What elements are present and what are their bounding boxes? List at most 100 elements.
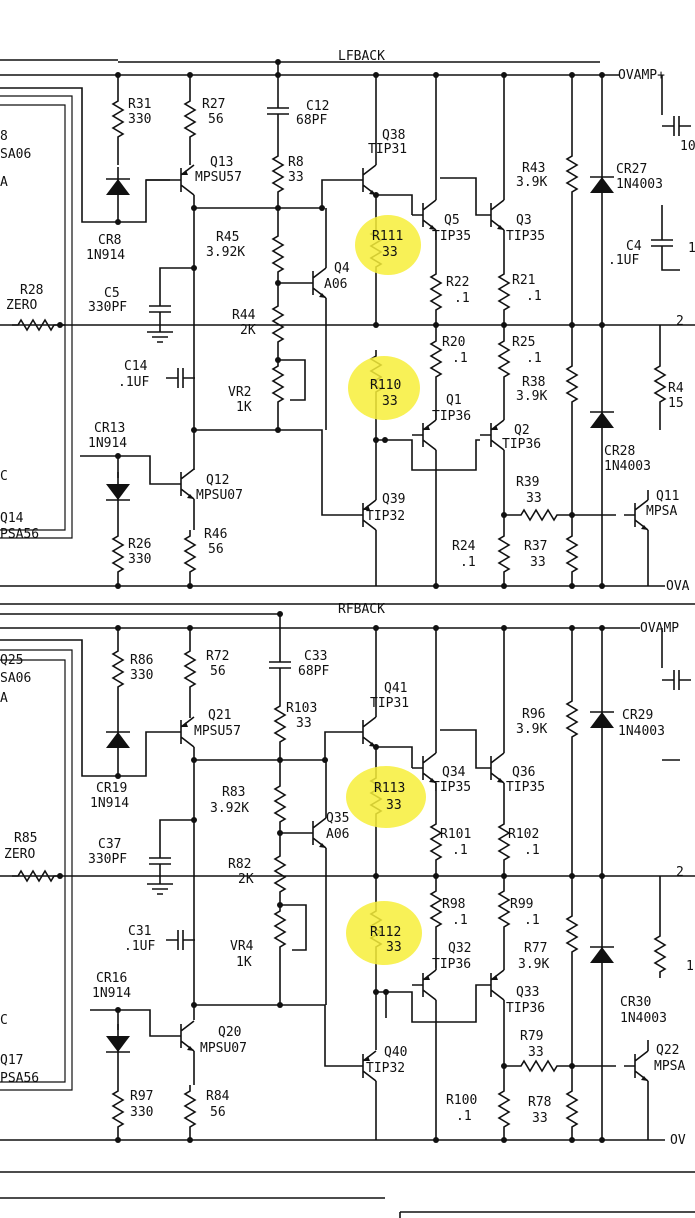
q40-ref: Q40 (384, 1045, 407, 1060)
r110-val: 33 (382, 394, 398, 409)
edge-text: 1 (686, 959, 694, 974)
r4x-ref: R4 (668, 381, 684, 396)
cr27-ref: CR27 (616, 162, 647, 177)
c12-ref: C12 (306, 99, 329, 114)
r46-ref: R46 (204, 527, 227, 542)
r4x-val: 15 (668, 396, 684, 411)
r110-ref: R110 (370, 378, 401, 393)
q32-ref: Q32 (448, 941, 471, 956)
r112-val: 33 (386, 940, 402, 955)
r45-ref: R45 (216, 230, 239, 245)
ovamp-plus-label: OVAMP+ (618, 68, 665, 83)
r102-val: .1 (524, 843, 540, 858)
left-channel: LFBACK OVAMP+ OVA 8 SA06 A C Q14 PSA56 1… (0, 49, 695, 594)
q40-val: TIP32 (366, 1061, 405, 1076)
r20-val: .1 (452, 351, 468, 366)
ov-label: OV (670, 1133, 686, 1148)
q1-ref: Q1 (446, 393, 462, 408)
q22-ref: Q22 (656, 1043, 679, 1058)
q3-val: TIP35 (506, 229, 545, 244)
r98-val: .1 (452, 913, 468, 928)
r8-val: 33 (288, 170, 304, 185)
r77-val: 3.9K (518, 957, 549, 972)
q38-ref: Q38 (382, 128, 405, 143)
r82-ref: R82 (228, 857, 251, 872)
r26-ref: R26 (128, 537, 151, 552)
r101-ref: R101 (440, 827, 471, 842)
r78-val: 33 (532, 1111, 548, 1126)
cr16-ref: CR16 (96, 971, 127, 986)
highlight-r110 (348, 356, 420, 420)
r72-val: 56 (210, 664, 226, 679)
c31-ref: C31 (128, 924, 151, 939)
q35-ref: Q35 (326, 811, 349, 826)
r43-ref: R43 (522, 161, 545, 176)
vr2-val: 1K (236, 400, 252, 415)
r99-val: .1 (524, 913, 540, 928)
q41-ref: Q41 (384, 681, 407, 696)
q3-ref: Q3 (516, 213, 532, 228)
r39-ref: R39 (516, 475, 539, 490)
q4-ref: Q4 (334, 261, 350, 276)
r85-ref: R85 (14, 831, 37, 846)
q2-val: TIP36 (502, 437, 541, 452)
r111-val: 33 (382, 245, 398, 260)
r102-ref: R102 (508, 827, 539, 842)
q4-val: A06 (324, 277, 347, 292)
cr28-val: 1N4003 (604, 459, 651, 474)
vr4-val: 1K (236, 955, 252, 970)
r21-val: .1 (526, 289, 542, 304)
q1-val: TIP36 (432, 409, 471, 424)
c37-val: 330PF (88, 852, 127, 867)
r45-val: 3.92K (206, 245, 245, 260)
r97-ref: R97 (130, 1089, 153, 1104)
r79-val: 33 (528, 1045, 544, 1060)
r22-val: .1 (454, 291, 470, 306)
edge-text: Q25 (0, 653, 23, 668)
edge-text: C (0, 469, 8, 484)
r27-ref: R27 (202, 97, 225, 112)
c37-ref: C37 (98, 837, 121, 852)
q11-ref: Q11 (656, 489, 679, 504)
r24-ref: R24 (452, 539, 476, 554)
cr19-val: 1N914 (90, 796, 129, 811)
r24-val: .1 (460, 555, 476, 570)
c14-val: .1UF (118, 375, 149, 390)
lfback-label: LFBACK (338, 49, 385, 64)
cr28-ref: CR28 (604, 444, 635, 459)
q39-ref: Q39 (382, 492, 405, 507)
r25-val: .1 (526, 351, 542, 366)
r86-ref: R86 (130, 653, 153, 668)
q36-ref: Q36 (512, 765, 535, 780)
q33-val: TIP36 (506, 1001, 545, 1016)
q20-val: MPSU07 (200, 1041, 247, 1056)
ova-label: OVA (666, 579, 690, 594)
edge-text: 10 (680, 139, 695, 154)
q38-val: TIP31 (368, 142, 407, 157)
r77-ref: R77 (524, 941, 547, 956)
edge-text: PSA56 (0, 527, 39, 542)
q2-ref: Q2 (514, 423, 530, 438)
q12-val: MPSU07 (196, 488, 243, 503)
r97-val: 330 (130, 1105, 153, 1120)
r37-val: 33 (530, 555, 546, 570)
r82-val: 2K (238, 872, 254, 887)
r28-ref: R28 (20, 283, 43, 298)
r28-val: ZERO (6, 298, 37, 313)
r27-val: 56 (208, 112, 224, 127)
r26-val: 330 (128, 552, 151, 567)
cr27-val: 1N4003 (616, 177, 663, 192)
q22-val: MPSA (654, 1059, 685, 1074)
q39-val: TIP32 (366, 509, 405, 524)
q35-val: A06 (326, 827, 349, 842)
rfback-label: RFBACK (338, 602, 385, 617)
edge-text: A (0, 175, 8, 190)
cr19-ref: CR19 (96, 781, 127, 796)
q13-val: MPSU57 (195, 170, 242, 185)
c31-val: .1UF (124, 939, 155, 954)
r103-ref: R103 (286, 701, 317, 716)
edge-text: SA06 (0, 671, 31, 686)
misc-text: 2 (676, 314, 684, 329)
r78-ref: R78 (528, 1095, 551, 1110)
edge-text: SA06 (0, 147, 31, 162)
